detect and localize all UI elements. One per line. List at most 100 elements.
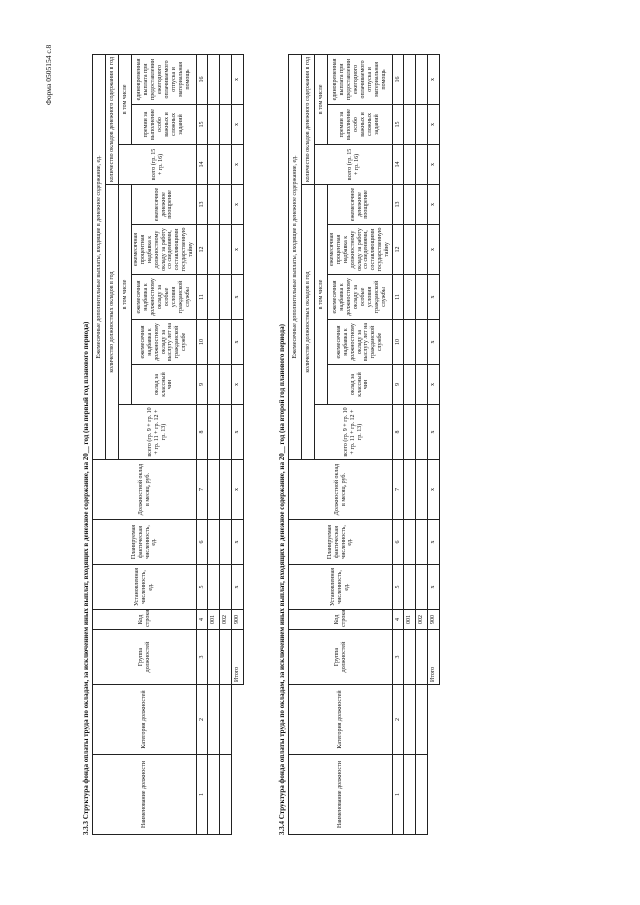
cell-input[interactable] xyxy=(207,459,220,520)
col-number: 16 xyxy=(196,54,208,105)
hdr-monthly-group: Ежемесячные дополнительные выплаты, вход… xyxy=(288,54,302,460)
cell-input[interactable] xyxy=(219,364,232,405)
hdr-class-rank: оклад за классный чин xyxy=(131,364,197,405)
cell-input[interactable] xyxy=(403,274,416,320)
hdr-salary: Должностной оклад в месяц, руб. xyxy=(288,459,393,520)
hdr-special-conditions: ежемесячная надбавка к должностному окла… xyxy=(327,274,393,320)
cell-input[interactable] xyxy=(219,274,232,320)
cell-input[interactable] xyxy=(403,319,416,365)
cell-input[interactable] xyxy=(207,274,220,320)
cell-input[interactable] xyxy=(415,519,428,565)
cell-input[interactable] xyxy=(219,319,232,365)
col-number: 12 xyxy=(392,224,404,275)
cell-input[interactable] xyxy=(403,754,416,835)
cell-input[interactable] xyxy=(415,684,428,755)
col-number: 11 xyxy=(392,274,404,320)
col-number: 8 xyxy=(196,404,208,460)
cell-input[interactable] xyxy=(219,224,232,275)
cell-input[interactable] xyxy=(207,144,220,185)
cell-input[interactable] xyxy=(415,459,428,520)
cell-input[interactable] xyxy=(415,754,428,835)
cell-input[interactable] xyxy=(207,224,220,275)
cell-input[interactable] xyxy=(207,364,220,405)
cell-input[interactable] xyxy=(207,564,220,610)
cell-input[interactable] xyxy=(219,684,232,755)
cell-input[interactable] xyxy=(415,184,428,225)
cell-input[interactable] xyxy=(219,519,232,565)
col-number: 13 xyxy=(392,184,404,225)
cell-input[interactable] xyxy=(403,54,416,105)
x-mark: x xyxy=(427,104,440,145)
x-mark: x xyxy=(231,364,244,405)
salary-structure-table-year2: Наименование должности Категория должнос… xyxy=(288,54,440,835)
x-mark: x xyxy=(231,224,244,275)
row-code: 001 xyxy=(207,609,220,630)
cell-input[interactable] xyxy=(219,104,232,145)
cell-input[interactable] xyxy=(403,564,416,610)
total-row: Итого 900 x x x x x x x x x x x x xyxy=(427,54,440,834)
cell-input[interactable] xyxy=(207,319,220,365)
cell-input[interactable] xyxy=(403,104,416,145)
salary-structure-table-year1: Наименование должности Категория должнос… xyxy=(92,54,244,835)
cell-input[interactable] xyxy=(219,459,232,520)
total-label: Итого xyxy=(427,629,440,685)
x-mark: x xyxy=(427,319,440,365)
x-mark: x xyxy=(427,224,440,275)
x-mark: x xyxy=(231,564,244,610)
hdr-special-conditions: ежемесячная надбавка к должностному окла… xyxy=(131,274,197,320)
cell-input[interactable] xyxy=(415,54,428,105)
cell-input[interactable] xyxy=(219,144,232,185)
row-code: 001 xyxy=(403,609,416,630)
cell-input[interactable] xyxy=(415,224,428,275)
cell-input[interactable] xyxy=(207,684,220,755)
hdr-total: всего (гр. 9 + гр. 10 + гр. 11 + гр. 12 … xyxy=(314,404,393,460)
x-mark: x xyxy=(427,144,440,185)
cell-input[interactable] xyxy=(415,364,428,405)
cell-input[interactable] xyxy=(207,629,220,685)
cell-input[interactable] xyxy=(403,184,416,225)
cell-input[interactable] xyxy=(403,364,416,405)
cell-input[interactable] xyxy=(415,104,428,145)
cell-input[interactable] xyxy=(415,404,428,460)
hdr-line-code: Код строки xyxy=(92,609,197,630)
cell-input[interactable] xyxy=(415,629,428,685)
hdr-vacation-payment: единовременная выплата при предоставлени… xyxy=(131,54,197,105)
col-number: 9 xyxy=(392,364,404,405)
cell-input[interactable] xyxy=(415,564,428,610)
cell-input[interactable] xyxy=(415,274,428,320)
hdr-premiums: премии за выполнение особо важных и слож… xyxy=(131,104,197,145)
cell-input[interactable] xyxy=(219,754,232,835)
hdr-total2: всего (гр. 15 + гр. 16) xyxy=(314,144,393,185)
hdr-count-salaries: количество должностных окладов в год xyxy=(301,184,315,460)
cell-input[interactable] xyxy=(219,404,232,460)
hdr-including2: в том числе xyxy=(314,54,328,145)
cell-input[interactable] xyxy=(415,319,428,365)
cell-input[interactable] xyxy=(403,684,416,755)
hdr-established: Установленная численность, ед. xyxy=(288,564,393,610)
cell-input[interactable] xyxy=(219,629,232,685)
cell-input[interactable] xyxy=(403,224,416,275)
hdr-planned: Планируемая фактическая численность, ед. xyxy=(92,519,197,565)
cell-input[interactable] xyxy=(403,519,416,565)
cell-input[interactable] xyxy=(207,754,220,835)
cell-input[interactable] xyxy=(207,404,220,460)
hdr-secret: ежемесячная процентная надбавка к должно… xyxy=(327,224,393,275)
cell-input[interactable] xyxy=(207,104,220,145)
cell-input[interactable] xyxy=(415,144,428,185)
cell-input[interactable] xyxy=(219,184,232,225)
cell-input[interactable] xyxy=(207,184,220,225)
cell-input[interactable] xyxy=(403,629,416,685)
x-mark: x xyxy=(427,184,440,225)
cell-input[interactable] xyxy=(403,144,416,185)
cell-input[interactable] xyxy=(207,519,220,565)
total-code: 900 xyxy=(231,609,244,630)
hdr-count-money: количество окладов денежного содержания … xyxy=(301,54,315,185)
col-number: 14 xyxy=(196,144,208,185)
cell-input[interactable] xyxy=(207,54,220,105)
form-code: Форма 0505154 с.8 xyxy=(44,44,53,105)
cell-input[interactable] xyxy=(219,54,232,105)
cell-input[interactable] xyxy=(403,459,416,520)
cell-input[interactable] xyxy=(403,404,416,460)
cell-input[interactable] xyxy=(219,564,232,610)
col-number: 12 xyxy=(196,224,208,275)
